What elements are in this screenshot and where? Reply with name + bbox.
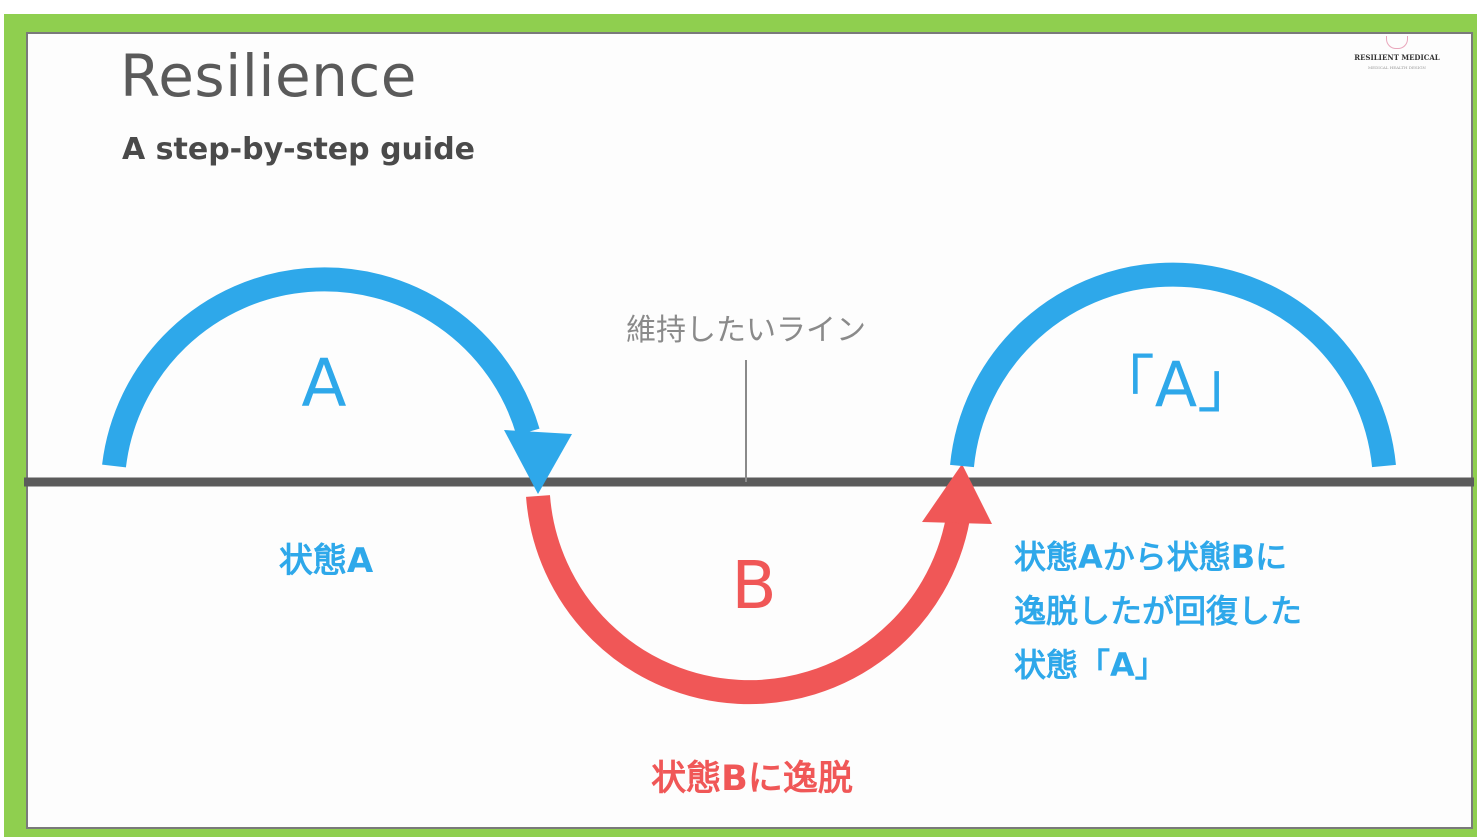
logo-name: RESILIENT MEDICAL	[1354, 53, 1440, 62]
baseline-label: 維持したいライン	[626, 313, 866, 348]
arc-a-letter: A	[301, 345, 346, 422]
recovered-label-line-3: 状態「A」	[1014, 646, 1167, 684]
arc-a-prime	[950, 262, 1396, 468]
arc-b-letter: B	[731, 547, 776, 624]
brand-logo: RESILIENT MEDICAL MEDICAL HEALTH DESIGN	[1338, 36, 1456, 86]
logo-tagline: MEDICAL HEALTH DESIGN	[1368, 65, 1426, 70]
slide-title: Resilience	[120, 42, 417, 110]
state-b-label: 状態Bに逸脱	[651, 759, 853, 799]
arc-a-prime-letter: 「A」	[1093, 348, 1259, 421]
slide-subtitle: A step-by-step guide	[122, 132, 476, 167]
state-a-label: 状態A	[279, 541, 374, 581]
arc-a-arrowhead	[504, 430, 572, 494]
arc-b	[526, 495, 970, 705]
arc-b-arrowhead	[922, 464, 992, 524]
recovered-label-line-2: 逸脱したが回復した	[1014, 592, 1302, 630]
arc-a	[102, 267, 540, 468]
recovered-label-line-1: 状態Aから状態Bに	[1014, 538, 1287, 576]
